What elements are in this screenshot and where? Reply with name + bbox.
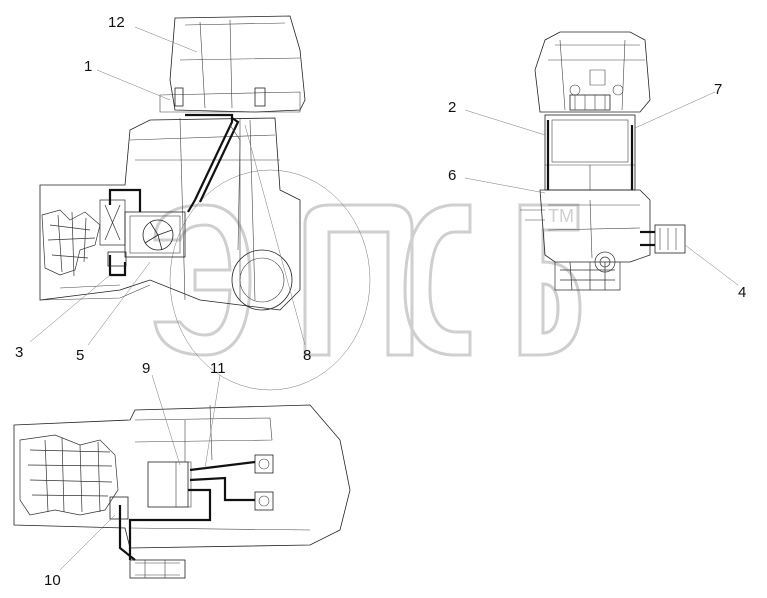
callout-10: 10 — [44, 572, 61, 589]
callout-3: 3 — [15, 344, 23, 361]
callout-6: 6 — [448, 167, 456, 184]
trademark-mark: TM — [548, 206, 574, 226]
callout-5: 5 — [76, 347, 84, 364]
callout-labels: 12 1 2 6 7 4 3 5 8 9 11 10 — [15, 14, 746, 589]
plan-view-assembly — [13, 404, 351, 579]
callout-12: 12 — [108, 14, 125, 31]
callout-9: 9 — [142, 360, 150, 377]
side-view-assembly — [39, 15, 371, 391]
callout-7: 7 — [714, 81, 722, 98]
rear-view-assembly — [520, 31, 686, 291]
leader-lines — [29, 26, 739, 571]
callout-1: 1 — [84, 58, 92, 75]
callout-2: 2 — [448, 99, 456, 116]
watermark-logo: TM — [153, 203, 582, 357]
callout-11: 11 — [210, 360, 226, 377]
callout-8: 8 — [303, 347, 311, 364]
callout-4: 4 — [738, 284, 746, 301]
